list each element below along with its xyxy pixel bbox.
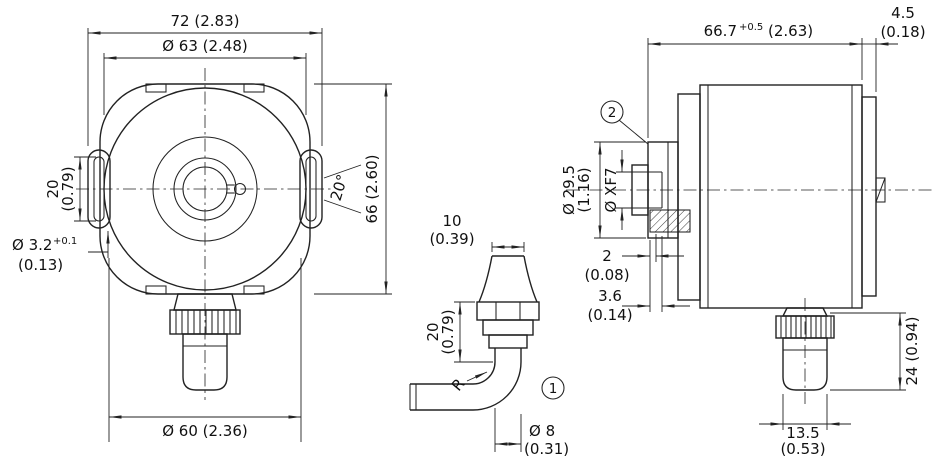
back-detail [875,177,886,203]
radius-callout: R [448,371,488,395]
dim-72-label: 72 (2.83) [171,12,240,30]
dim-66-label: 66 (2.60) [363,155,381,224]
dim-29-5-inch-label: (1.16) [575,167,593,212]
dim-20-inch-label: (0.79) [59,166,77,211]
dim-shaft-bore: Ø XF7 [602,150,634,230]
front-shaft-detail [152,136,258,242]
dim-72: 72 (2.83) [87,12,323,146]
dim-3-2-tol-label: +0.1 [53,236,77,247]
dim-66: 66 (2.60) [314,83,392,295]
dim-20-label: 20 [44,179,62,198]
dim-3-6: 3.6 (0.14) [587,236,690,324]
left-ear-slot [93,156,105,222]
dim-60: Ø 60 (2.36) [108,258,302,442]
dim-20-slot: 20 (0.79) [44,156,96,222]
dim-8: Ø 8 (0.31) [494,408,569,458]
clamp-ring-section [649,209,691,233]
dim-3-2-inch-label: (0.13) [18,256,63,274]
right-mounting-ear [299,149,323,229]
dim-4-5-inch-label: (0.18) [880,23,925,41]
callout-1-circle [541,376,565,400]
dim-20-gland-inch-label: (0.79) [439,309,457,354]
dim-10: 10 (0.39) [429,212,525,252]
callout-1-number: 1 [549,381,558,397]
dim-20-gland-label: 20 [424,322,442,341]
dim-shaft-label: Ø XF7 [602,167,620,212]
callout-2-circle [600,100,624,124]
back-cap [861,96,877,297]
hollow-shaft [631,164,649,216]
dim-60-label: Ø 60 (2.36) [162,422,248,440]
dim-24: 24 (0.94) [830,312,921,391]
side-connector [775,307,835,391]
dim-29-5: Ø 29.5 (1.16) [560,141,646,239]
dim-8-label: Ø 8 [529,422,555,440]
knurl-ribs [780,316,832,338]
callout-2-number: 2 [608,105,617,121]
dim-3-2-label: Ø 3.2 [12,236,52,254]
dim-13-5-label: 13.5 [786,424,819,442]
dim-8-inch-label: (0.31) [524,440,569,458]
knurl-ribs [175,310,237,334]
dim-63-label: Ø 63 (2.48) [162,37,248,55]
dim-66-7-tol-label: +0.5 [739,22,763,33]
dim-angle-label: 20° [327,172,352,203]
dim-3-6-label: 3.6 [598,287,622,305]
dim-3-6-inch-label: (0.14) [587,306,632,324]
dim-2-inch-label: (0.08) [584,266,629,284]
cable-bend-outer [472,361,522,411]
side-housing-outline [677,84,886,309]
dim-29-5-label: Ø 29.5 [560,165,578,215]
dim-3-2: Ø 3.2 +0.1 (0.13) [12,231,110,274]
dim-66-7: 66.7 +0.5 (2.63) [647,22,863,138]
dim-4-5-label: 4.5 [891,4,915,22]
cable-view: 10 (0.39) 20 (0.79) R Ø 8 (0.31) 1 [409,212,569,458]
callout-2: 2 [600,100,649,145]
left-mounting-ear [87,149,111,229]
dim-66-7-label: 66.7 [704,22,737,40]
dim-63: Ø 63 (2.48) [103,37,307,115]
dim-13-5: 13.5 (0.53) [759,394,851,458]
front-view: 72 (2.83) Ø 63 (2.48) 20 (0.79) Ø 3.2 +0… [12,12,392,442]
dim-10-label: 10 [442,212,461,230]
gland-nut [476,301,540,321]
front-connector [169,293,241,391]
dim-10-inch-label: (0.39) [429,230,474,248]
dim-66-7-inch-label: (2.63) [768,22,813,40]
dim-angle-20: 20° [323,164,362,214]
dim-4-5: 4.5 (0.18) [862,4,926,92]
dim-24-label: 24 (0.94) [903,317,921,386]
radius-label: R [448,375,468,395]
callout-1: 1 [541,376,565,400]
right-ear-slot [305,156,317,222]
dim-13-5-inch-label: (0.53) [780,440,825,458]
side-view: 66.7 +0.5 (2.63) 4.5 (0.18) Ø 29.5 (1.16… [560,4,932,458]
dim-20-gland: 20 (0.79) [424,301,493,363]
clamp-screw [233,182,247,196]
dim-2-label: 2 [602,247,612,265]
cable-bend-inner [472,361,496,385]
side-shaft-assembly [631,141,691,239]
cable-gland-outline [409,255,540,411]
dim-2: 2 (0.08) [584,234,684,312]
